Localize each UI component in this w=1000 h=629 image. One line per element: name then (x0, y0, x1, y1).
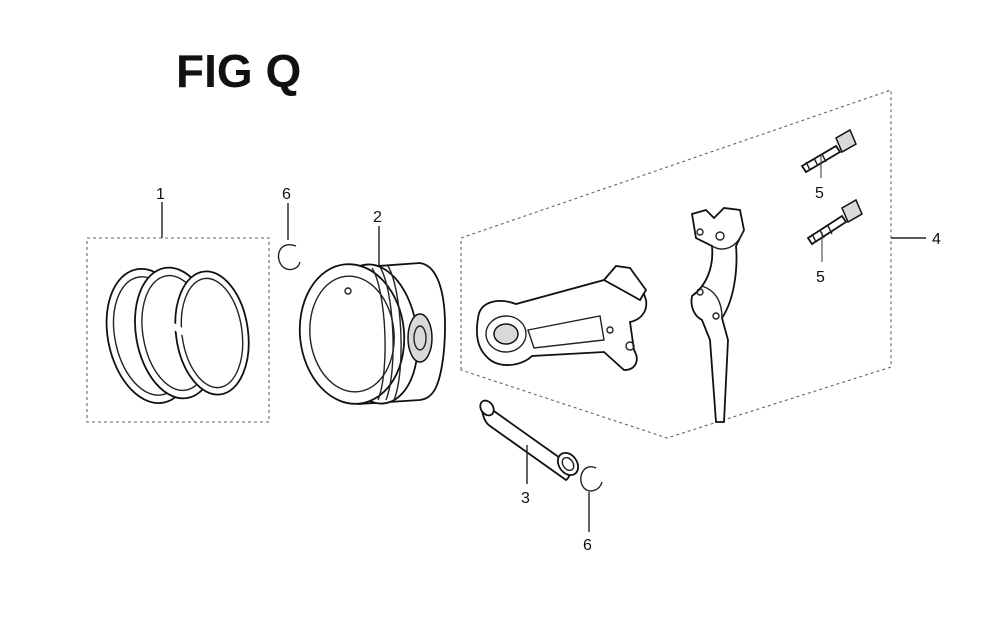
rod-bolt-upper (800, 128, 857, 174)
circlip-upper (277, 244, 301, 271)
figure-title: FIG Q (176, 45, 301, 97)
piston-rings-group: 1 (86, 186, 270, 423)
callout-4: 4 (932, 231, 941, 248)
circlip-lower-group: 6 (580, 466, 603, 554)
rod-bolt-lower-group: 5 (806, 198, 863, 286)
connecting-rod-assembly-box (460, 89, 892, 439)
callout-1: 1 (156, 186, 165, 203)
connecting-rod (476, 265, 648, 371)
connecting-rod-cap (690, 207, 745, 423)
piston-rings-box (86, 237, 270, 423)
piston-pin-group: 3 (479, 399, 579, 507)
callout-6-upper: 6 (282, 186, 291, 203)
piston-rings (105, 265, 250, 404)
callout-2: 2 (373, 209, 382, 226)
callout-5-lower: 5 (816, 269, 825, 286)
callout-5-upper: 5 (815, 185, 824, 202)
rod-bolt-upper-group: 5 (800, 128, 857, 202)
rod-bolt-lower (806, 198, 863, 246)
piston (298, 262, 446, 405)
circlip-lower (580, 466, 603, 492)
piston-group: 2 (298, 209, 446, 405)
callout-3: 3 (521, 490, 530, 507)
circlip-upper-group: 6 (277, 186, 301, 271)
connecting-rod-assembly-group: 4 (460, 89, 941, 439)
callout-6-lower: 6 (583, 537, 592, 554)
piston-pin (479, 399, 579, 482)
